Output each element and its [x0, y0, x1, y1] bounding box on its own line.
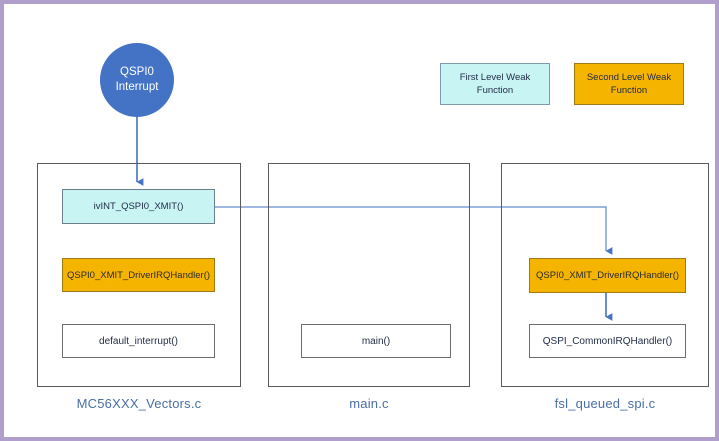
- legend-second-level-weak: Second Level Weak Function: [574, 63, 684, 105]
- function-box-ivint-qspi0-xmit[interactable]: ivINT_QSPI0_XMIT(): [62, 189, 215, 224]
- function-label: QSPI_CommonIRQHandler(): [542, 335, 673, 347]
- function-box-qspi-commonirqhandler[interactable]: QSPI_CommonIRQHandler(): [529, 324, 686, 358]
- diagram-canvas: QSPI0 Interrupt First Level Weak Functio…: [4, 4, 715, 437]
- function-box-default-interrupt[interactable]: default_interrupt(): [62, 324, 215, 358]
- function-label: QSPI0_XMIT_DriverIRQHandler(): [535, 270, 680, 281]
- function-label: default_interrupt(): [99, 335, 178, 347]
- function-label: ivINT_QSPI0_XMIT(): [93, 201, 184, 212]
- file-container-main: [268, 163, 470, 387]
- function-label: QSPI0_XMIT_DriverIRQHandler(): [66, 269, 211, 281]
- interrupt-label-line1: QSPI0: [120, 66, 154, 78]
- legend-first-level-weak: First Level Weak Function: [440, 63, 550, 105]
- legend-first-line2: Function: [476, 85, 514, 96]
- interrupt-label-line2: Interrupt: [115, 81, 159, 93]
- qspi0-interrupt-circle[interactable]: QSPI0 Interrupt: [100, 43, 174, 117]
- file-label-fsl-queued-spi: fsl_queued_spi.c: [554, 396, 656, 411]
- file-container-fsl-queued-spi: [501, 163, 709, 387]
- file-label-main: main.c: [349, 396, 389, 411]
- file-container-vectors: [37, 163, 241, 387]
- legend-first-line1: First Level Weak: [459, 72, 531, 83]
- function-box-qspi0-xmit-driverirqhandler-vectors[interactable]: QSPI0_XMIT_DriverIRQHandler(): [62, 258, 215, 292]
- function-box-qspi0-xmit-driverirqhandler-spi[interactable]: QSPI0_XMIT_DriverIRQHandler(): [529, 258, 686, 293]
- function-label: main(): [361, 335, 391, 347]
- legend-second-line1: Second Level Weak: [586, 72, 672, 83]
- legend-second-line2: Function: [610, 85, 648, 96]
- file-label-vectors: MC56XXX_Vectors.c: [76, 396, 202, 411]
- function-box-main[interactable]: main(): [301, 324, 451, 358]
